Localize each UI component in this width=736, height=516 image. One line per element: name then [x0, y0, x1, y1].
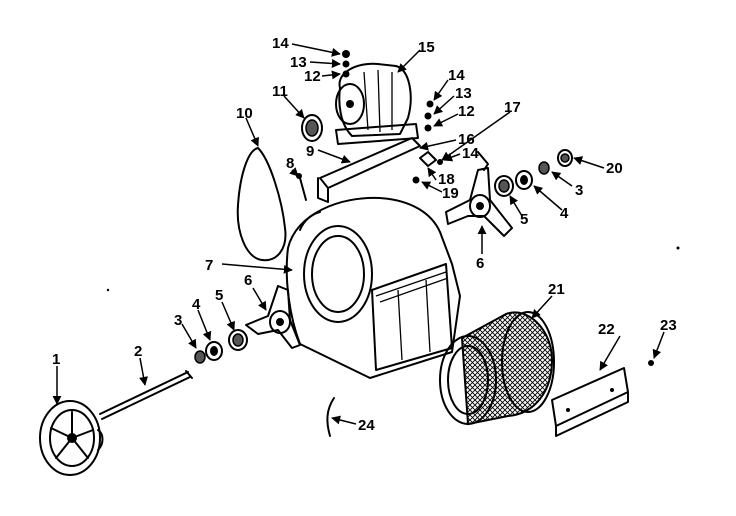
callout-10: 10 [236, 105, 253, 122]
callout-2: 2 [134, 343, 142, 360]
callout-8: 8 [286, 155, 294, 172]
callout-20: 20 [606, 160, 623, 177]
grommet-part-5-left [228, 329, 248, 351]
callout-13-top: 13 [290, 54, 307, 71]
callout-9: 9 [306, 143, 314, 160]
callout-14-top: 14 [272, 35, 289, 52]
bracket-part-24 [326, 397, 335, 437]
cap-part-20 [557, 149, 573, 167]
callout-12-mid: 12 [458, 103, 475, 120]
callout-6-left: 6 [244, 272, 252, 289]
callout-18: 18 [438, 171, 455, 188]
motor-hardware-right [412, 100, 443, 184]
callout-24: 24 [358, 417, 375, 434]
grommet-part-5-right [494, 175, 514, 197]
motor-pulley-part-11 [301, 114, 323, 142]
bearing-bracket-part-6-left [245, 285, 301, 349]
callout-11: 11 [272, 83, 288, 100]
callout-5-right: 5 [520, 211, 528, 228]
bearing-part-4-left [205, 341, 223, 361]
callout-15: 15 [418, 39, 435, 56]
callout-13-mid: 13 [455, 85, 472, 102]
bolt-part-8 [296, 173, 307, 201]
callout-6-right: 6 [476, 255, 484, 272]
callout-17: 17 [504, 99, 521, 116]
callout-4-left: 4 [192, 296, 201, 313]
blower-wheel-part-21 [439, 311, 555, 426]
callout-22: 22 [598, 321, 615, 338]
shaft-part-2 [99, 370, 193, 420]
cutoff-plate-part-22 [551, 367, 629, 437]
leader-lines [52, 43, 665, 425]
callout-21: 21 [548, 281, 565, 298]
callout-19: 19 [442, 185, 459, 202]
callout-14-low: 14 [462, 145, 479, 162]
callout-3-left: 3 [174, 312, 182, 329]
screw-part-23 [648, 360, 654, 366]
motor-mount-part-9 [317, 137, 421, 203]
bearing-part-4-right [515, 170, 533, 190]
collar-part-3-right [538, 161, 550, 175]
callout-12-top: 12 [304, 68, 321, 85]
callout-7: 7 [205, 257, 213, 274]
callout-4-right: 4 [560, 205, 569, 222]
collar-part-3-left [194, 350, 206, 364]
callout-labels: 1 2 3 4 5 6 7 8 9 10 11 14 13 12 15 14 1… [52, 35, 677, 434]
belt-part-10 [236, 147, 287, 262]
callout-1: 1 [52, 351, 60, 368]
speck-marks [106, 246, 680, 292]
callout-16: 16 [458, 131, 475, 148]
callout-14-mid: 14 [448, 67, 465, 84]
blower-housing-part-7 [285, 196, 461, 379]
motor-hardware-left [342, 50, 350, 78]
pulley-part-1 [39, 400, 104, 476]
bearing-bracket-part-6-right [445, 167, 513, 237]
callout-23: 23 [660, 317, 677, 334]
motor-part-15 [335, 62, 419, 145]
clip-part-right [477, 151, 489, 171]
callout-5-left: 5 [215, 287, 223, 304]
callout-3-right: 3 [575, 182, 583, 199]
